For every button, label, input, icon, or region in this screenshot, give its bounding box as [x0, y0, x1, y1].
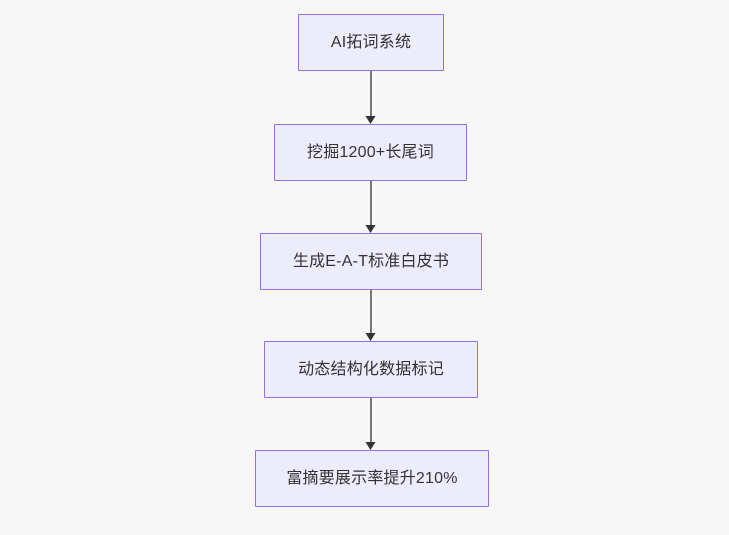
flow-node-label: 挖掘1200+长尾词 — [307, 143, 434, 161]
flow-node-label: AI拓词系统 — [330, 33, 412, 51]
flow-edge-n1-n2 — [370, 71, 372, 116]
flow-node-mine-longtail-keywords[interactable]: 挖掘1200+长尾词 — [274, 124, 467, 181]
flow-node-generate-eat-whitepaper[interactable]: 生成E-A-T标准白皮书 — [260, 233, 482, 290]
flow-node-rich-snippet-impression-lift[interactable]: 富摘要展示率提升210% — [255, 450, 489, 507]
flow-edge-n2-n3 — [370, 181, 372, 225]
flow-arrowhead-n1-n2 — [365, 116, 376, 124]
flow-arrowhead-n3-n4 — [365, 333, 376, 341]
flow-edge-n3-n4 — [370, 290, 372, 333]
flow-arrowhead-n4-n5 — [365, 442, 376, 450]
flow-node-dynamic-structured-data-markup[interactable]: 动态结构化数据标记 — [264, 341, 478, 398]
flow-edge-n4-n5 — [370, 398, 372, 442]
flow-node-label: 富摘要展示率提升210% — [286, 469, 458, 487]
flow-node-label: 生成E-A-T标准白皮书 — [292, 252, 450, 270]
flow-arrowhead-n2-n3 — [365, 225, 376, 233]
flow-node-label: 动态结构化数据标记 — [298, 360, 444, 378]
flow-node-ai-keyword-system[interactable]: AI拓词系统 — [298, 14, 444, 71]
